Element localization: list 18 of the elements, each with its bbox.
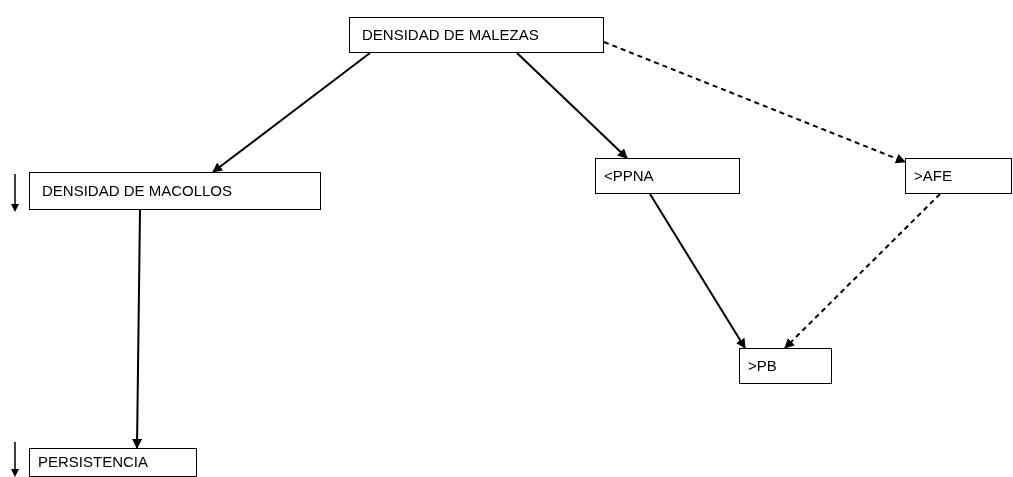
box-label: <PPNA: [604, 165, 654, 186]
process-box: [905, 158, 1012, 194]
process-box: [29, 172, 321, 210]
process-box: [595, 158, 740, 194]
process-box: [29, 448, 197, 477]
process-box: [739, 348, 832, 384]
arrow: [784, 193, 941, 349]
box-label: DENSIDAD DE MACOLLOS: [41, 180, 233, 201]
arrow: [212, 52, 371, 173]
process-box: [349, 17, 604, 53]
box-label: PERSISTENCIA: [38, 452, 149, 473]
arrow: [516, 52, 628, 159]
box-label: DENSIDAD DE MALEZAS: [361, 24, 539, 45]
box-label: >PB: [748, 355, 777, 376]
box-label: >AFE: [914, 165, 952, 186]
arrow: [603, 41, 906, 164]
arrow: [132, 209, 143, 449]
arrow: [649, 193, 746, 349]
